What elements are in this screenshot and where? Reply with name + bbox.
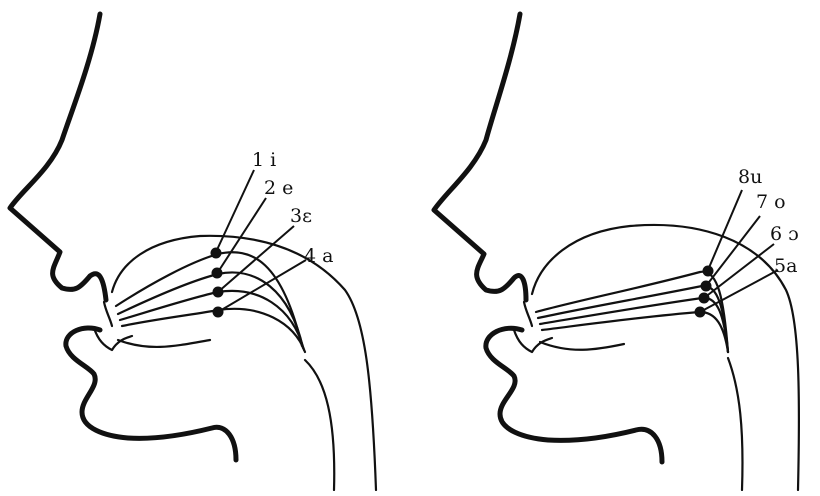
right-label-7: 7 o xyxy=(756,191,786,213)
right-dot-8 xyxy=(703,266,714,277)
left-label-4: 4 a xyxy=(304,245,333,267)
right-panel: 8u 7 o 6 ɔ 5a xyxy=(434,14,799,490)
right-pharynx-wall xyxy=(728,358,742,490)
right-dot-5 xyxy=(695,307,706,318)
right-leader-8 xyxy=(708,190,742,270)
left-label-2: 2 e xyxy=(264,177,293,199)
right-dot-6 xyxy=(699,293,710,304)
right-dot-7 xyxy=(701,281,712,292)
left-label-1: 1 i xyxy=(252,149,276,171)
left-mouth-floor xyxy=(118,340,210,347)
left-face-profile xyxy=(10,14,106,300)
right-label-5: 5a xyxy=(774,255,797,277)
right-label-8: 8u xyxy=(738,166,762,188)
left-dot-2 xyxy=(212,268,223,279)
left-upper-teeth xyxy=(104,302,112,326)
right-tongue-open-o xyxy=(540,298,728,352)
left-tongue-i xyxy=(116,252,302,346)
right-upper-teeth xyxy=(524,302,532,326)
right-jaw-profile xyxy=(486,328,662,462)
left-label-3: 3ε xyxy=(290,205,312,227)
right-lower-teeth xyxy=(514,330,552,352)
left-pharynx-wall xyxy=(305,360,334,490)
left-tongue-a xyxy=(122,309,305,352)
left-panel: 1 i 2 e 3ε 4 a xyxy=(10,14,376,490)
right-palate xyxy=(532,225,799,490)
left-dot-4 xyxy=(213,307,224,318)
right-mouth-floor xyxy=(540,342,624,350)
left-leader-4 xyxy=(218,260,306,312)
left-dot-1 xyxy=(211,248,222,259)
left-dot-3 xyxy=(213,287,224,298)
right-label-6: 6 ɔ xyxy=(770,223,799,245)
right-face-profile xyxy=(434,14,526,300)
